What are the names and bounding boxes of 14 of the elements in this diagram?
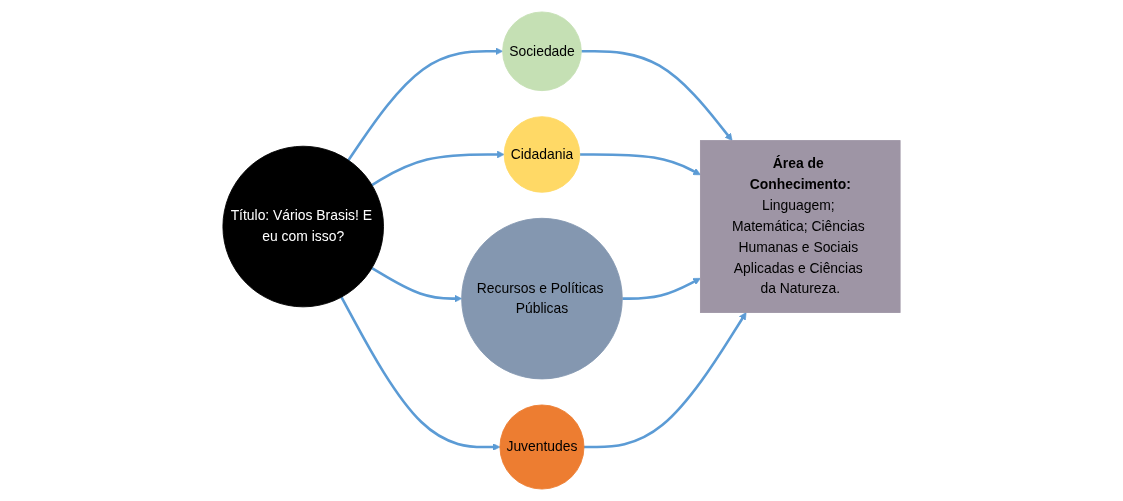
node-circle: Recursos e Políticas Públicas [461,217,623,380]
node-box: Área de Conhecimento: Linguagem; Matemática; Ciências Humanas e Sociais Aplicadas e Ciências da Natureza. [699,140,901,313]
node-circle: Juventudes [499,404,585,490]
arrow [347,47,503,161]
arrow [579,153,701,176]
node-circle: Cidadania [503,116,581,193]
arrow [340,296,501,451]
node-circle: Sociedade [502,11,582,92]
arrow [584,312,747,449]
arrow [622,278,701,300]
node-circle: Título: Vários Brasis! E eu com isso? [222,145,384,308]
arrow [371,266,462,303]
arrow [371,150,505,187]
arrow [581,50,733,141]
